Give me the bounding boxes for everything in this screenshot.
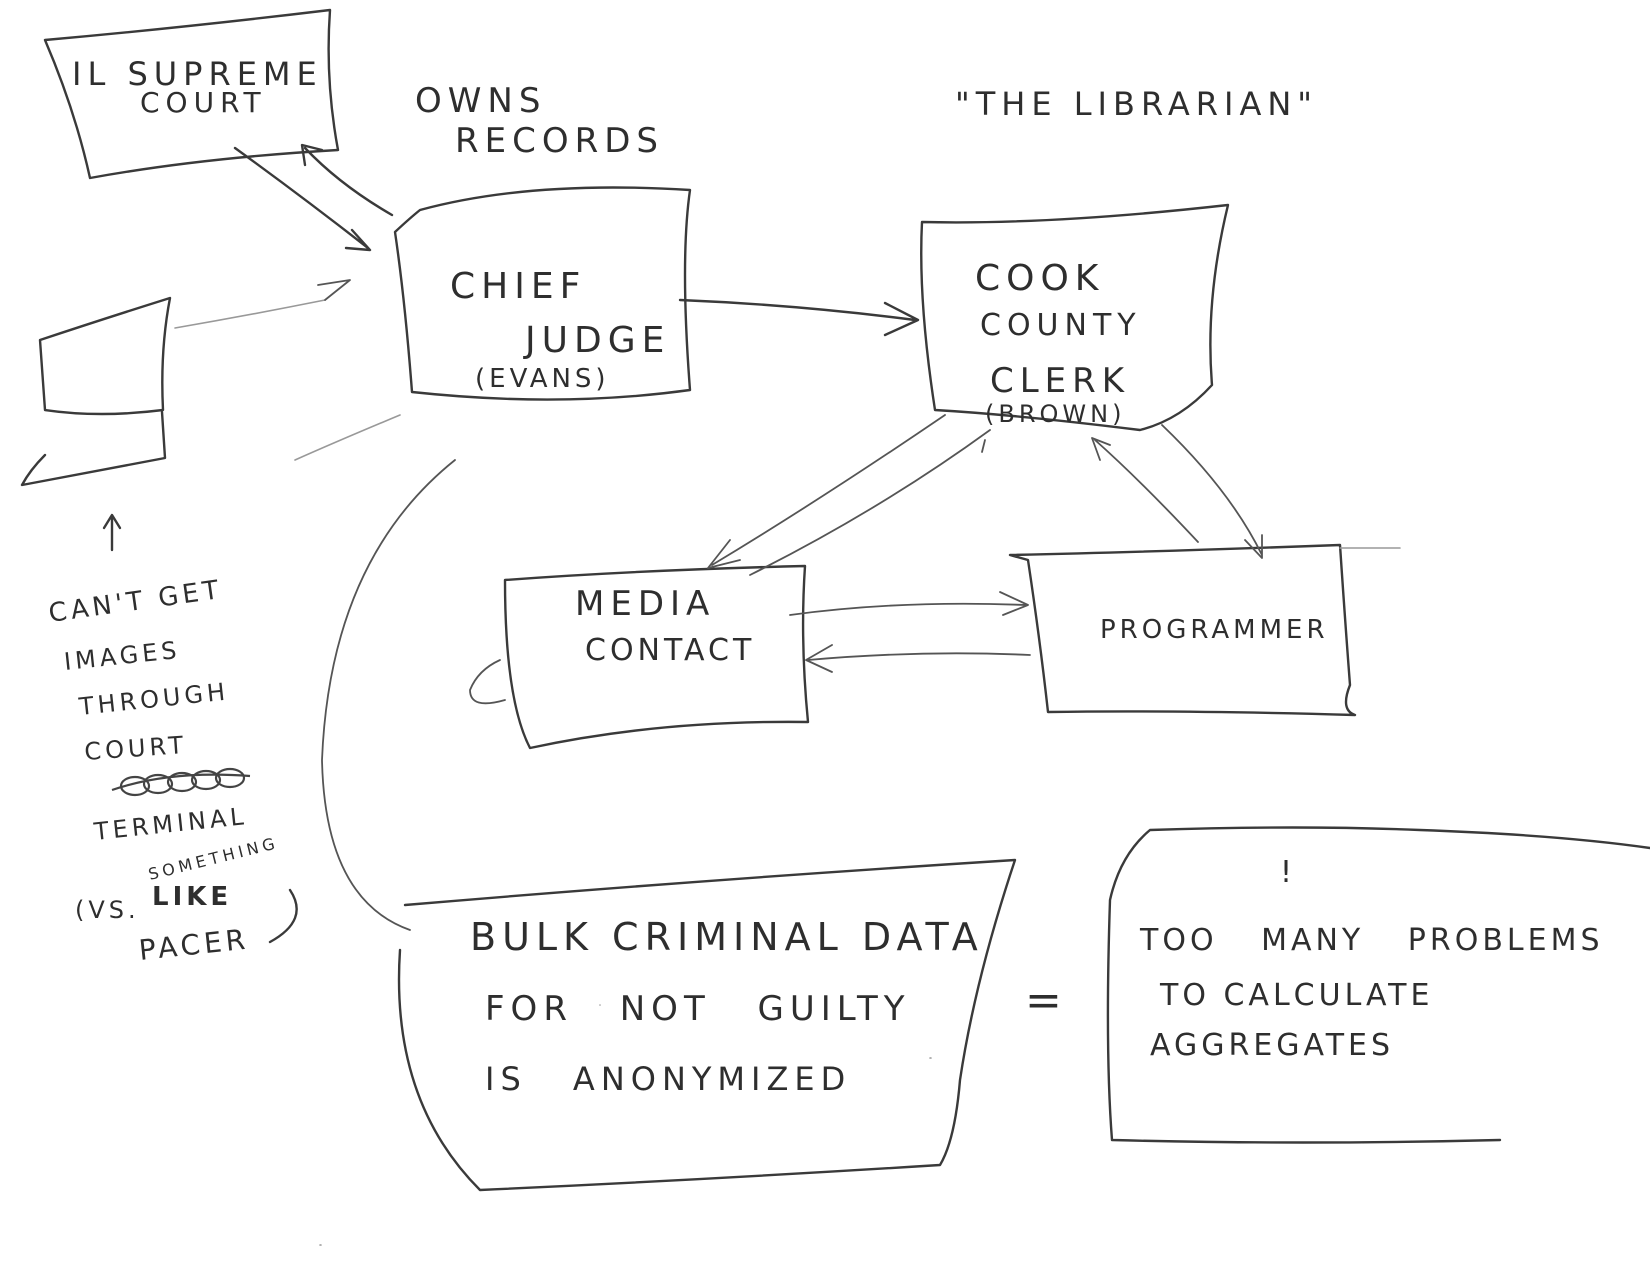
supreme-court-box [43, 8, 340, 180]
judge-to-court-arrow [300, 143, 394, 217]
terminal-icon [20, 296, 172, 487]
clerk-to-programmer-arrow [1161, 424, 1263, 559]
chief-judge-label-line1: CHIEF [450, 266, 586, 307]
terminal-note-line5: TERMINAL [92, 802, 249, 846]
terminal-keyboard [20, 410, 167, 487]
media-contact-node: MEDIA CONTACT [469, 564, 810, 750]
judge-to-bulk-curve [321, 459, 456, 931]
supreme-court-node: IL SUPREME COURT [43, 8, 340, 180]
owns-records-note: OWNS RECORDS [415, 81, 664, 161]
media-to-programmer-arrow [789, 591, 1029, 616]
owns-records-line2: RECORDS [455, 121, 664, 161]
too-many-line3: AGGREGATES [1150, 1028, 1394, 1063]
terminal-screen [38, 296, 172, 416]
bulk-data-node: BULK CRIMINAL DATA FOR NOT GUILTY IS ANO… [397, 858, 1017, 1192]
programmer-node: PROGRAMMER [1008, 543, 1401, 717]
clerk-to-media-arrow-2 [749, 429, 991, 576]
the-librarian-note: "THE LIBRARIAN" [955, 85, 1318, 123]
up-arrow-icon [102, 513, 122, 552]
supreme-court-label-line2: COURT [140, 86, 267, 119]
county-clerk-node: COOK COUNTY CLERK (BROWN) [920, 203, 1230, 432]
terminal-note-line1: CAN'T GET [47, 575, 225, 629]
terminal-note-line7: (VS. [75, 896, 140, 924]
judge-to-clerk-arrow [678, 298, 920, 337]
terminal-note-line8: PACER [137, 923, 250, 967]
terminal-note-line2: IMAGES [63, 636, 182, 676]
equals-sign: = [1025, 975, 1068, 1026]
county-clerk-label-line2: COUNTY [980, 308, 1142, 343]
terminal-arrow-icon [317, 279, 351, 301]
bulk-data-box [397, 858, 1017, 1192]
too-many-line2: TO CALCULATE [1159, 978, 1433, 1013]
scribbled-out-word [111, 767, 251, 797]
terminal-note-line3: THROUGH [77, 677, 231, 721]
chief-judge-label-line2: JUDGE [523, 320, 670, 361]
county-clerk-box [920, 203, 1230, 432]
too-many-problems-node: ! TOO MANY PROBLEMS TO CALCULATE AGGREGA… [1106, 826, 1650, 1144]
faint-stroke-2 [174, 299, 326, 329]
terminal-note-line4: COURT [83, 731, 188, 766]
bulk-data-line2: FOR NOT GUILTY [485, 989, 911, 1029]
too-many-problems-box [1106, 826, 1650, 1144]
programmer-to-clerk-arrow [1091, 437, 1199, 543]
terminal-note: CAN'T GET IMAGES THROUGH COURT TERMINAL … [47, 575, 298, 967]
chief-judge-label-line3: (EVANS) [475, 364, 610, 394]
programmer-box [1008, 543, 1357, 717]
bulk-data-line1: BULK CRIMINAL DATA [470, 915, 984, 959]
bulk-data-line3: IS ANONYMIZED [485, 1060, 851, 1098]
terminal-note-line6: SOMETHING [146, 833, 280, 884]
too-many-line1: TOO MANY PROBLEMS [1139, 923, 1604, 958]
terminal-note-paren [268, 888, 298, 944]
media-contact-box [503, 564, 810, 750]
terminal-note-overwritten-word: LIKE [152, 882, 232, 912]
county-clerk-label-line4: (BROWN) [985, 400, 1125, 428]
court-to-judge-arrow [233, 146, 372, 252]
county-clerk-label-line1: COOK [975, 258, 1104, 299]
chief-judge-box [393, 186, 692, 401]
media-contact-label-line1: MEDIA [575, 584, 715, 624]
faint-stroke-1 [294, 414, 401, 461]
media-contact-tail [469, 659, 506, 705]
programmer-label: PROGRAMMER [1100, 615, 1329, 645]
programmer-to-media-arrow [805, 644, 1031, 673]
supreme-court-label-line1: IL SUPREME [72, 55, 323, 93]
media-contact-label-line2: CONTACT [585, 633, 755, 668]
owns-records-line1: OWNS [415, 81, 546, 121]
exclaim-mark: ! [1280, 855, 1298, 890]
clerk-to-media-arrow-1 [707, 414, 946, 569]
chief-judge-node: CHIEF JUDGE (EVANS) [393, 186, 692, 401]
county-clerk-label-line3: CLERK [990, 361, 1130, 401]
clerk-tick [981, 439, 986, 453]
